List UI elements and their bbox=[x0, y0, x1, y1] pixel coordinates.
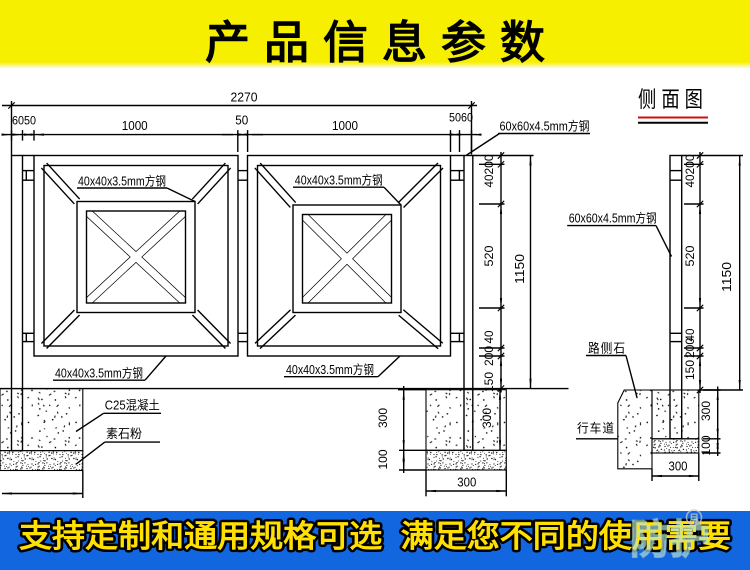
svg-text:200: 200 bbox=[484, 155, 496, 175]
svg-text:200: 200 bbox=[484, 346, 496, 366]
svg-text:1000: 1000 bbox=[332, 118, 358, 133]
svg-text:素石粉: 素石粉 bbox=[106, 426, 142, 441]
svg-text:40: 40 bbox=[685, 329, 697, 342]
svg-text:60: 60 bbox=[461, 113, 473, 125]
svg-text:60x60x4.5mm方钢: 60x60x4.5mm方钢 bbox=[569, 211, 657, 226]
svg-text:50: 50 bbox=[24, 116, 36, 128]
svg-text:60x60x4.5mm方钢: 60x60x4.5mm方钢 bbox=[500, 119, 590, 134]
svg-text:50: 50 bbox=[235, 114, 248, 128]
svg-text:300: 300 bbox=[701, 401, 713, 421]
svg-text:40: 40 bbox=[484, 331, 496, 344]
svg-text:2270: 2270 bbox=[231, 90, 258, 105]
svg-text:150: 150 bbox=[685, 360, 697, 380]
svg-text:300: 300 bbox=[378, 408, 390, 428]
svg-text:300: 300 bbox=[482, 408, 494, 428]
svg-text:520: 520 bbox=[683, 245, 697, 266]
svg-text:40: 40 bbox=[685, 175, 697, 188]
svg-text:侧面图: 侧面图 bbox=[638, 87, 708, 112]
svg-text:150: 150 bbox=[484, 372, 496, 392]
svg-text:行车道: 行车道 bbox=[577, 421, 615, 436]
svg-text:100: 100 bbox=[378, 450, 390, 470]
svg-text:路侧石: 路侧石 bbox=[588, 341, 626, 356]
svg-text:40x40x3.5mm方钢: 40x40x3.5mm方钢 bbox=[55, 366, 143, 381]
svg-text:300: 300 bbox=[457, 476, 476, 490]
svg-text:100: 100 bbox=[701, 436, 713, 456]
svg-text:月: 月 bbox=[688, 513, 700, 525]
svg-text:40: 40 bbox=[484, 175, 496, 188]
svg-text:40x40x3.5mm方钢: 40x40x3.5mm方钢 bbox=[295, 173, 383, 188]
svg-text:200: 200 bbox=[685, 155, 697, 175]
svg-text:1000: 1000 bbox=[122, 118, 148, 133]
svg-text:40x40x3.5mm方钢: 40x40x3.5mm方钢 bbox=[286, 362, 374, 377]
svg-text:60: 60 bbox=[12, 116, 24, 128]
svg-text:40x40x3.5mm方钢: 40x40x3.5mm方钢 bbox=[78, 173, 166, 188]
svg-text:1150: 1150 bbox=[720, 262, 734, 292]
svg-text:520: 520 bbox=[482, 245, 496, 266]
svg-text:50: 50 bbox=[449, 113, 461, 125]
svg-text:支持定制和通用规格可选 满足您不同的使用需要: 支持定制和通用规格可选 满足您不同的使用需要 bbox=[19, 519, 731, 554]
svg-text:200: 200 bbox=[685, 338, 697, 358]
svg-text:C25混凝土: C25混凝土 bbox=[105, 398, 160, 413]
svg-text:300: 300 bbox=[669, 460, 688, 474]
svg-text:1150: 1150 bbox=[513, 254, 527, 284]
